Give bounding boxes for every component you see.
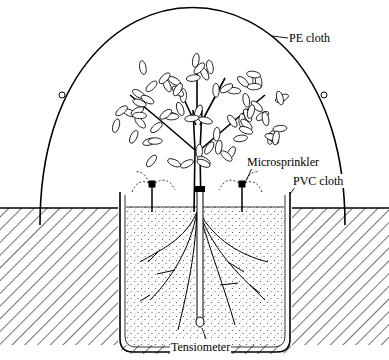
- microsprinkler: [149, 181, 245, 212]
- arch-clip: [321, 92, 327, 98]
- leaf: [128, 129, 140, 144]
- leaf: [192, 61, 206, 76]
- soil-surface: [126, 207, 284, 208]
- ground-surface: [0, 207, 118, 209]
- pe-cloth-arch: [40, 8, 345, 226]
- leaf: [242, 93, 251, 108]
- pit-soil: [126, 206, 284, 346]
- leaf: [184, 114, 199, 122]
- arch-clip: [59, 92, 65, 98]
- leaf: [175, 101, 186, 116]
- leaf: [111, 118, 121, 133]
- leader-line: [202, 36, 296, 339]
- leaf: [145, 153, 159, 168]
- leaf: [179, 158, 194, 170]
- leaf: [213, 83, 220, 97]
- leaf: [171, 82, 184, 97]
- trunk: [130, 55, 265, 212]
- part-label: Microsprinkler: [246, 155, 320, 169]
- leaf: [275, 90, 285, 105]
- leaf: [149, 121, 164, 135]
- part-label: PVC cloth: [292, 174, 344, 188]
- leaf: [157, 71, 171, 85]
- leaf: [272, 130, 281, 145]
- leaf: [144, 79, 159, 93]
- leaf: [246, 70, 261, 79]
- leaf: [261, 111, 270, 126]
- leaf: [158, 107, 173, 121]
- leaf: [226, 114, 239, 129]
- leaf: [133, 112, 147, 119]
- pvc-cloth: [120, 192, 290, 352]
- leaf: [246, 104, 256, 119]
- leaf: [166, 157, 181, 169]
- leaf: [273, 125, 288, 133]
- leaf: [138, 60, 147, 75]
- leaf: [233, 134, 248, 142]
- leaf: [114, 104, 129, 118]
- leaf: [132, 97, 147, 108]
- leaf: [148, 138, 162, 145]
- part-label: Tensiometer: [170, 340, 231, 354]
- leaf: [238, 125, 253, 136]
- part-label: PE cloth: [288, 31, 331, 45]
- leaf: [196, 158, 211, 169]
- tensiometer-cap: [195, 186, 205, 192]
- tensiometer: [197, 190, 203, 320]
- tensiometer-tip: [196, 317, 204, 327]
- roots: [140, 212, 268, 330]
- leaf: [219, 149, 234, 163]
- ground-surface: [292, 207, 389, 209]
- leaf: [247, 83, 261, 90]
- pvc-cloth: [125, 195, 285, 347]
- leaf: [219, 82, 234, 95]
- spray: [132, 172, 262, 192]
- leaf: [203, 140, 216, 155]
- leaf: [206, 60, 215, 75]
- leaf: [213, 127, 221, 142]
- leaf: [198, 116, 213, 126]
- leaf: [186, 74, 201, 82]
- canopy-leaves: [111, 53, 290, 170]
